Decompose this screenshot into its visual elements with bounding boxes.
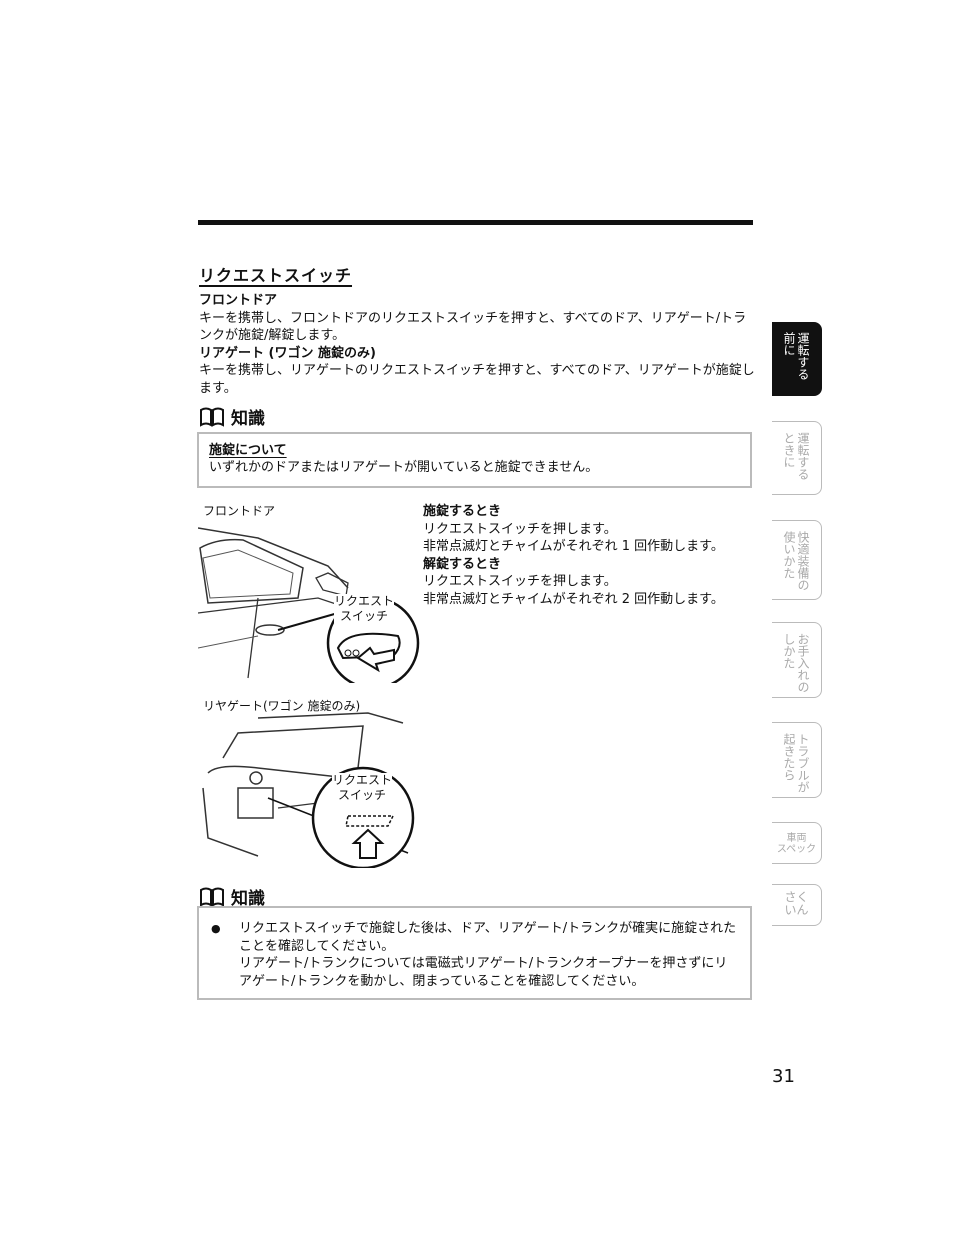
tab-comfort-features[interactable]: 快適装備の 使いかた	[772, 520, 822, 600]
unlock-line: リクエストスイッチを押します。	[423, 574, 617, 589]
tab-label: お手入れの	[796, 633, 810, 693]
lock-line: 非常点滅灯とチャイムがそれぞれ 1 回作動します。	[423, 539, 724, 554]
section-title: リクエストスイッチ	[199, 266, 353, 285]
tab-vehicle-specs[interactable]: 車両 スペック	[772, 822, 822, 864]
tab-label: いん	[784, 903, 809, 917]
page-number: 31	[772, 1066, 795, 1087]
tab-label: 運転する	[796, 332, 810, 380]
tab-label: ときに	[782, 432, 796, 468]
callout-line: リクエスト	[334, 594, 395, 608]
knowledge-box-2: ● リクエストスイッチで施錠した後は、ドア、リアゲート/トランクが確実に施錠され…	[197, 906, 752, 1000]
callout-line: リクエスト	[332, 773, 393, 787]
bullet-icon: ●	[211, 922, 221, 935]
tab-label: スペック	[776, 844, 817, 855]
tab-troubleshooting[interactable]: トラブルが 起きたら	[772, 722, 822, 798]
intro-text: フロントドア キーを携帯し、フロントドアのリクエストスイッチを押すと、すべてのド…	[199, 292, 759, 397]
bullet-text: リクエストスイッチで施錠した後は、ドア、リアゲート/トランクが確実に施錠されたこ…	[239, 921, 737, 954]
tab-label: 快適装備の	[796, 531, 810, 591]
knowledge-label: 知識	[231, 889, 265, 909]
tab-label: 運転する	[796, 432, 810, 480]
rear-gate-heading: リアゲート (ワゴン 施錠のみ)	[199, 345, 376, 361]
top-rule	[198, 220, 753, 225]
book-icon	[200, 887, 224, 907]
knowledge-box-1: 施錠について いずれかのドアまたはリアゲートが開いていると施錠できません。	[197, 432, 752, 488]
lock-unlock-instructions: 施錠するとき リクエストスイッチを押します。 非常点滅灯とチャイムがそれぞれ 1…	[423, 503, 763, 608]
tab-while-driving[interactable]: 運転する ときに	[772, 421, 822, 495]
bullet-text: リアゲート/トランクについては電磁式リアゲート/トランクオープナーを押さずにリア…	[239, 956, 728, 989]
lock-line: リクエストスイッチを押します。	[423, 521, 617, 537]
tab-label: さく	[784, 890, 809, 904]
front-door-text: キーを携帯し、フロントドアのリクエストスイッチを押すと、すべてのドア、リアゲート…	[199, 310, 747, 344]
callout-line: スイッチ	[340, 609, 389, 623]
tab-before-driving[interactable]: 運転する 前に	[772, 322, 822, 396]
tab-label: 使いかた	[782, 531, 796, 579]
tab-label: 前に	[782, 332, 796, 356]
front-door-figure-label: フロントドア	[203, 504, 276, 518]
knowledge-label: 知識	[231, 409, 265, 429]
callout-line: スイッチ	[338, 788, 387, 802]
unlock-line: 非常点滅灯とチャイムがそれぞれ 2 回作動します。	[423, 591, 724, 607]
tab-maintenance[interactable]: お手入れの しかた	[772, 622, 822, 698]
front-door-heading: フロントドア	[199, 293, 278, 308]
rear-gate-text: キーを携帯し、リアゲートのリクエストスイッチを押すと、すべてのドア、リアゲートが…	[199, 363, 755, 396]
rear-gate-figure-label: リヤゲート(ワゴン 施錠のみ)	[203, 699, 361, 713]
bullet-item: ● リクエストスイッチで施錠した後は、ドア、リアゲート/トランクが確実に施錠され…	[209, 920, 738, 990]
front-request-switch-callout: リクエスト スイッチ	[334, 594, 395, 624]
knowledge-heading-2: 知識	[199, 884, 265, 909]
lock-heading: 施錠するとき	[423, 504, 502, 519]
knowledge-title: 施錠について	[209, 443, 287, 458]
tab-label: 車両	[786, 833, 807, 844]
tab-index[interactable]: さく いん	[772, 884, 822, 926]
tab-label: 起きたら	[782, 733, 796, 781]
tab-label: しかた	[782, 633, 796, 669]
book-icon	[200, 407, 224, 427]
rear-request-switch-callout: リクエスト スイッチ	[332, 773, 393, 803]
unlock-heading: 解錠するとき	[423, 556, 502, 572]
knowledge-heading-1: 知識	[199, 404, 265, 429]
knowledge-text: いずれかのドアまたはリアゲートが開いていると施錠できません。	[209, 460, 599, 475]
tab-label: トラブルが	[796, 733, 810, 793]
